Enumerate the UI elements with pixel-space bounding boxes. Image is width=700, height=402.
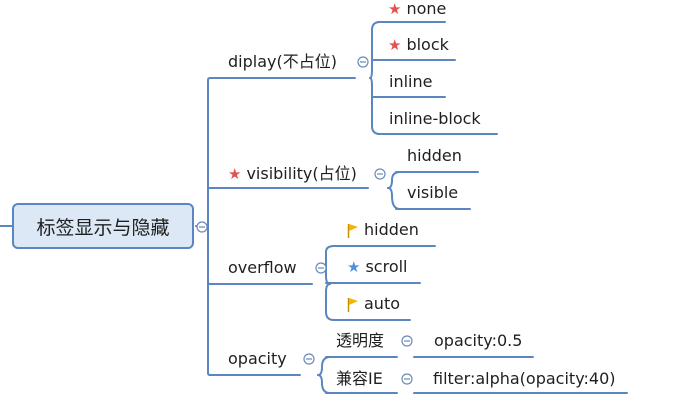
subtopic-overflow-hidden[interactable]: hidden: [347, 219, 419, 241]
topic-visibility-label: visibility(占位): [246, 164, 357, 183]
root-topic-label: 标签显示与隐藏: [36, 216, 170, 239]
connector-root-diplay: [207, 77, 219, 227]
subtopic-visibility-visible-label: visible: [407, 183, 459, 202]
subtopic-overflow-auto-label: auto: [364, 294, 401, 313]
subtopic-transparency-label: 透明度: [336, 331, 385, 350]
topic-visibility[interactable]: ★ visibility(占位): [228, 163, 357, 185]
connector-overflow-auto: [325, 283, 341, 321]
subtopic-visibility-hidden[interactable]: hidden: [407, 145, 462, 167]
connector-opacity-transparency: [317, 356, 337, 376]
subtopic-overflow-hidden-label: hidden: [364, 220, 419, 239]
subtopic-none[interactable]: ★ none: [388, 0, 446, 20]
subtopic-inline-label: inline: [389, 72, 433, 91]
subtopic-inline-block[interactable]: inline-block: [389, 108, 481, 130]
star-icon: ★: [347, 257, 361, 276]
connector-visibility-visible: [387, 187, 406, 210]
value-opacity-label: opacity:0.5: [434, 331, 523, 350]
connector-overflow-hidden: [325, 245, 341, 285]
collapse-toggle-overflow[interactable]: [315, 262, 327, 274]
topic-overflow-label: overflow: [228, 258, 297, 277]
value-opacity[interactable]: opacity:0.5: [434, 330, 522, 352]
collapse-toggle-root[interactable]: [196, 221, 208, 233]
subtopic-transparency[interactable]: 透明度: [336, 330, 384, 352]
subtopic-block[interactable]: ★ block: [388, 34, 449, 56]
connector-diplay-inline-block: [369, 77, 387, 135]
flag-icon: [347, 297, 358, 312]
topic-opacity-label: opacity: [228, 349, 287, 368]
connector-diplay-none: [369, 21, 387, 79]
connector-opacity-ie: [317, 374, 337, 394]
connector-root-opacity: [207, 281, 219, 376]
topic-opacity[interactable]: opacity: [228, 348, 287, 370]
collapse-toggle-ie[interactable]: [401, 373, 413, 385]
collapse-toggle-transparency[interactable]: [401, 335, 413, 347]
root-topic[interactable]: 标签显示与隐藏: [12, 203, 194, 249]
topic-diplay-label: diplay(不占位): [228, 52, 337, 71]
subtopic-block-label: block: [406, 35, 449, 54]
subtopic-ie-compat[interactable]: 兼容IE: [336, 368, 383, 390]
flag-icon: [347, 223, 358, 238]
star-icon: ★: [228, 164, 242, 183]
collapse-toggle-opacity[interactable]: [303, 353, 315, 365]
subtopic-overflow-scroll-label: scroll: [365, 257, 408, 276]
subtopic-visibility-visible[interactable]: visible: [407, 182, 458, 204]
subtopic-none-label: none: [406, 0, 447, 18]
subtopic-inline[interactable]: inline: [389, 71, 432, 93]
star-icon: ★: [388, 0, 402, 18]
subtopic-visibility-hidden-label: hidden: [407, 146, 462, 165]
value-filter[interactable]: filter:alpha(opacity:40): [433, 368, 615, 390]
subtopic-overflow-scroll[interactable]: ★ scroll: [347, 256, 408, 278]
collapse-toggle-diplay[interactable]: [357, 56, 369, 68]
connector-root-overflow: [207, 225, 219, 285]
subtopic-inline-block-label: inline-block: [389, 109, 481, 128]
connector-visibility-hidden: [387, 171, 406, 189]
subtopic-ie-compat-label: 兼容IE: [336, 369, 383, 388]
topic-overflow[interactable]: overflow: [228, 257, 297, 279]
subtopic-overflow-auto[interactable]: auto: [347, 293, 400, 315]
value-filter-label: filter:alpha(opacity:40): [433, 369, 616, 388]
collapse-toggle-visibility[interactable]: [374, 168, 386, 180]
star-icon: ★: [388, 35, 402, 54]
topic-diplay[interactable]: diplay(不占位): [228, 51, 337, 73]
